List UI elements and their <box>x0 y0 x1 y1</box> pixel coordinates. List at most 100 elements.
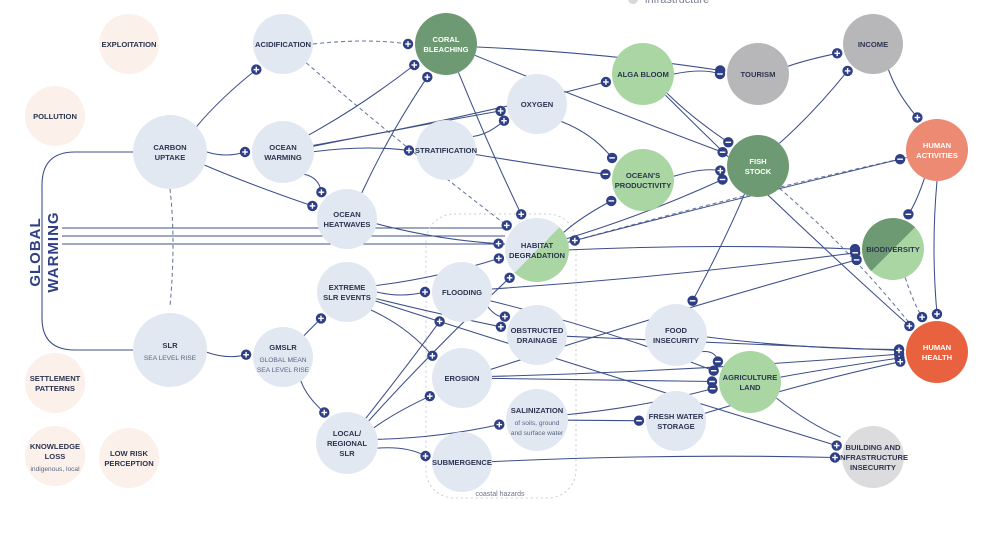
legend-infrastructure-label: infrastructure <box>645 0 709 6</box>
node-sublabel-salinization: and surface water <box>511 430 564 437</box>
edge-alga-to-human_health <box>665 94 910 327</box>
node-label-slr: SLR <box>162 341 178 350</box>
node-sublabel-gmslr: GLOBAL MEAN <box>259 357 306 364</box>
node-pollution <box>25 86 85 146</box>
node-sublabel-salinization: of soils, ground <box>515 420 560 427</box>
sign-minus-icon <box>712 356 724 367</box>
edge-habitat-to-productivity <box>563 200 612 233</box>
sign-plus-icon <box>239 146 251 158</box>
edge-ocean_warming-to-stratification <box>313 147 410 153</box>
node-biodiversity <box>862 218 924 280</box>
edge-agriculture-to-human_health <box>780 357 900 378</box>
node-knowledge <box>25 426 85 486</box>
global-warming-link <box>41 151 133 351</box>
sign-plus-icon <box>516 209 527 220</box>
sign-plus-icon <box>504 272 515 283</box>
edge-biodiversity-to-human_health <box>904 277 923 318</box>
edge-stratification-to-productivity <box>475 153 606 175</box>
node-freshwater <box>646 391 706 451</box>
node-sublabel-slr: SEA LEVEL RISE <box>144 355 197 362</box>
edge-productivity-to-fishstock <box>673 169 721 177</box>
node-ocean_heatwaves <box>317 189 377 249</box>
node-label-fishstock: STOCK <box>745 167 772 176</box>
legend-dot <box>628 0 638 4</box>
edge-local_slr-to-erosion <box>373 395 431 429</box>
sign-plus-icon <box>403 145 415 156</box>
node-label-settlement: PATTERNS <box>35 384 75 393</box>
sign-plus-icon <box>307 200 318 212</box>
node-label-coral: BLEACHING <box>423 45 468 54</box>
edge-erosion-to-human_health <box>491 353 900 377</box>
sign-minus-icon <box>903 209 914 220</box>
node-label-local_slr: REGIONAL <box>327 439 367 448</box>
sign-plus-icon <box>493 253 505 264</box>
sign-minus-icon <box>606 195 617 207</box>
node-sublabel-gmslr: SEA LEVEL RISE <box>257 367 310 374</box>
sign-plus-icon <box>419 286 431 298</box>
edge-salinization-to-agriculture <box>567 388 713 416</box>
node-label-income: INCOME <box>858 40 888 49</box>
sign-plus-icon <box>600 76 612 88</box>
node-acidification <box>253 14 313 74</box>
node-label-ocean_heatwaves: OCEAN <box>333 210 360 219</box>
node-label-settlement: SETTLEMENT <box>30 374 81 383</box>
node-label-submergence: SUBMERGENCE <box>432 458 492 467</box>
sign-minus-icon <box>714 68 726 80</box>
coastal-hazards-label: coastal hazards <box>475 491 525 498</box>
edge-habitat-to-human_act <box>567 158 901 243</box>
edge-habitat-to-fishstock <box>566 179 723 240</box>
sign-plus-icon <box>319 407 330 418</box>
node-habitat <box>505 218 569 282</box>
node-obstructed <box>507 305 567 365</box>
node-ocean_warming <box>252 121 314 183</box>
sign-minus-icon <box>606 152 618 164</box>
node-exploitation <box>99 14 159 74</box>
node-label-erosion: EROSION <box>444 374 479 383</box>
edge-carbon-to-ocean_warming <box>206 151 246 156</box>
edge-human_act-to-human_health <box>933 180 938 315</box>
edge-fishstock-to-food <box>692 193 745 302</box>
sign-minus-icon <box>600 169 611 180</box>
edge-ocean_heatwaves-to-habitat <box>376 223 499 245</box>
node-label-local_slr: SLR <box>339 449 355 458</box>
node-label-oxygen: OXYGEN <box>521 100 554 109</box>
sign-plus-icon <box>251 64 262 75</box>
node-salinization <box>506 389 568 451</box>
sign-plus-icon <box>315 313 327 324</box>
sign-minus-icon <box>717 147 728 158</box>
edge-alga-to-tourism <box>673 70 721 75</box>
edge-alga-to-fishstock <box>666 93 729 143</box>
sign-plus-icon <box>420 450 431 462</box>
sign-minus-icon <box>894 154 906 165</box>
edge-slr-to-gmslr <box>206 351 247 358</box>
sign-plus-icon <box>494 419 505 430</box>
node-label-acidification: ACIDIFICATION <box>255 40 311 49</box>
node-agriculture <box>719 351 781 413</box>
edge-obstructed-to-human_health <box>566 335 900 351</box>
edge-fishstock-to-income <box>778 70 849 144</box>
edge-human_act-to-habitat <box>574 156 908 242</box>
node-extreme_slr <box>317 262 377 322</box>
edge-human_act-to-biodiversity <box>907 178 925 215</box>
sign-plus-icon <box>916 311 928 323</box>
sign-plus-icon <box>912 112 923 123</box>
sign-minus-icon <box>687 295 698 306</box>
sign-plus-icon <box>842 65 853 77</box>
sign-plus-icon <box>422 71 433 83</box>
edge-local_slr-to-salinization <box>377 424 500 440</box>
sign-plus-icon <box>904 320 915 332</box>
node-human_health <box>906 321 968 383</box>
node-productivity <box>612 149 674 211</box>
node-label-gmslr: GMSLR <box>269 343 297 352</box>
sign-plus-icon <box>495 105 506 117</box>
node-sublabel-knowledge: indigenous, local <box>30 466 80 473</box>
node-stratification <box>416 120 476 180</box>
node-label-lowrisk: LOW RISK <box>110 449 148 458</box>
node-label-human_act: ACTIVITIES <box>916 151 958 160</box>
sign-minus-icon <box>723 137 734 148</box>
sign-minus-icon <box>717 174 728 185</box>
node-label-habitat: HABITAT <box>521 241 554 250</box>
node-label-pollution: POLLUTION <box>33 112 77 121</box>
